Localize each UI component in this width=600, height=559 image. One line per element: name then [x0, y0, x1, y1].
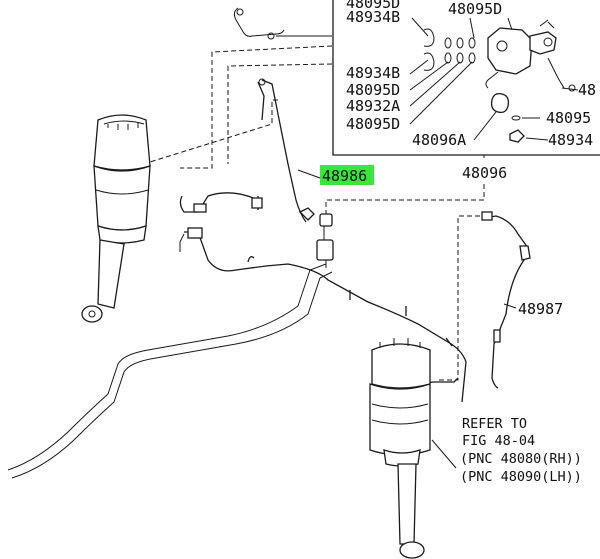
label-48-right: 48: [578, 81, 596, 99]
grommet-48096a: [490, 92, 510, 114]
label-48095d-4: 48095D: [346, 115, 400, 133]
refer-line-1: REFER TO: [462, 416, 527, 432]
label-48095d-3: 48095D: [346, 81, 400, 99]
highlight-48986: [320, 165, 374, 185]
valve-block: [485, 19, 565, 89]
refer-line-4: (PNC 48090(LH)): [460, 469, 582, 485]
connector-center: [316, 213, 334, 268]
refer-line-3: (PNC 48080(RH)): [460, 451, 582, 467]
label-48934-right: 48934: [548, 131, 593, 149]
harness-48987: 48987: [436, 211, 563, 389]
label-48095d-top: 48095D: [346, 0, 400, 12]
label-48095-right: 48095: [546, 109, 591, 127]
label-48934b-2: 48934B: [346, 64, 400, 82]
label-48096: 48096: [462, 164, 507, 182]
label-48986: 48986: [322, 167, 367, 185]
refer-note: REFER TO FIG 48-04 (PNC 48080(RH)) (PNC …: [431, 416, 582, 485]
refer-line-2: FIG 48-04: [462, 433, 535, 449]
label-48932a: 48932A: [346, 97, 400, 115]
harness-48986: 48986: [257, 78, 374, 223]
label-48096a: 48096A: [412, 131, 466, 149]
label-48934b-1: 48934B: [346, 8, 400, 26]
inset-fittings: [423, 28, 476, 71]
inset-box: 48095D 48934B 48095D 48934B 48095D 48932…: [233, 0, 600, 182]
front-air-spring: [369, 338, 431, 559]
label-48095d-2: 48095D: [448, 0, 502, 18]
label-48987: 48987: [518, 300, 563, 318]
rear-air-spring: [81, 114, 151, 323]
